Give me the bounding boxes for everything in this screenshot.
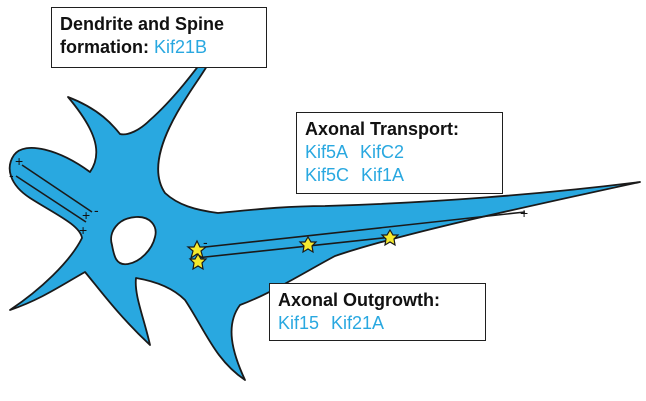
kinesin-kif21a: Kif21A bbox=[331, 312, 384, 335]
kinesin-kif21b: Kif21B bbox=[154, 36, 207, 59]
mt-end-dendrite-2-end: + bbox=[82, 207, 90, 223]
transport-kinesin-row-1: Kif5A KifC2 bbox=[305, 141, 494, 164]
transport-kinesin-row-2: Kif5C Kif1A bbox=[305, 164, 494, 187]
dendrite-box-line2: formation: Kif21B bbox=[60, 36, 258, 59]
kinesin-kif15: Kif15 bbox=[278, 312, 319, 335]
kinesin-kifc2: KifC2 bbox=[360, 141, 404, 164]
outgrowth-box-title: Axonal Outgrowth: bbox=[278, 289, 477, 312]
mt-end-dendrite-1-start: + bbox=[15, 153, 23, 169]
kinesin-kif1a: Kif1A bbox=[361, 164, 404, 187]
dendrite-spine-box: Dendrite and Spine formation: Kif21B bbox=[51, 7, 267, 68]
mt-end-dendrite-1-end: - bbox=[94, 202, 99, 218]
outgrowth-kinesin-row: Kif15 Kif21A bbox=[278, 312, 477, 335]
mt-end-axon-plus: + bbox=[520, 205, 528, 221]
dendrite-box-title-line2: formation: bbox=[60, 36, 149, 59]
dendrite-box-title-line1: Dendrite and Spine bbox=[60, 13, 258, 36]
axonal-transport-box: Axonal Transport: Kif5A KifC2 Kif5C Kif1… bbox=[296, 112, 503, 194]
mt-end-dendrite-2-start: - bbox=[9, 167, 14, 183]
kinesin-kif5c: Kif5C bbox=[305, 164, 349, 187]
axonal-outgrowth-box: Axonal Outgrowth: Kif15 Kif21A bbox=[269, 283, 486, 341]
kinesin-kif5a: Kif5A bbox=[305, 141, 348, 164]
transport-box-title: Axonal Transport: bbox=[305, 118, 494, 141]
mt-end-dendrite-3: + bbox=[79, 222, 87, 238]
